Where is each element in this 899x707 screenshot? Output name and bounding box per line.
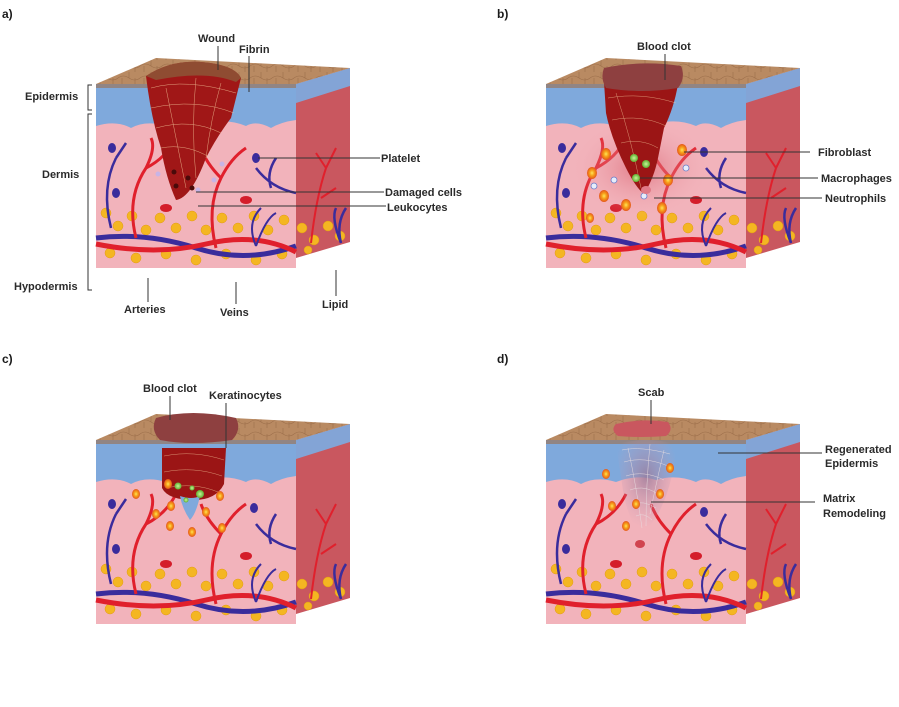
label-fibroblast: Fibroblast	[818, 147, 872, 159]
panel-c: c) Blood clot Keratinocytes	[2, 352, 350, 624]
blood-clot	[602, 63, 683, 91]
scab	[613, 420, 671, 437]
label-leukocytes: Leukocytes	[387, 202, 448, 214]
label-macrophages: Macrophages	[821, 173, 892, 185]
fibrin-strands	[150, 77, 237, 189]
label-keratinocytes: Keratinocytes	[209, 390, 282, 402]
fibroblasts	[602, 463, 674, 531]
macrophages	[630, 154, 650, 182]
label-veins: Veins	[220, 307, 249, 319]
label-regenerated-1: Regenerated	[825, 444, 892, 456]
keratinocytes	[174, 482, 204, 503]
panel-tag: d)	[497, 352, 508, 366]
panel-tag: b)	[497, 7, 508, 21]
label-platelet: Platelet	[381, 153, 420, 165]
fibroblasts	[586, 144, 687, 223]
label-epidermis: Epidermis	[25, 91, 78, 103]
label-damaged-cells: Damaged cells	[385, 187, 462, 199]
skin-cube	[96, 413, 350, 624]
label-blood-clot: Blood clot	[637, 41, 691, 53]
skin-cube	[546, 414, 800, 624]
label-hypodermis: Hypodermis	[14, 281, 78, 293]
panel-a: a) Epidermis Dermis Hypodermis W	[2, 7, 462, 319]
panel-tag: c)	[2, 352, 13, 366]
label-scab: Scab	[638, 387, 665, 399]
blood-clot	[153, 413, 239, 443]
damaged-cells	[171, 169, 195, 191]
label-wound: Wound	[198, 33, 235, 45]
label-arteries: Arteries	[124, 304, 166, 316]
dermis-bracket	[87, 113, 92, 291]
fibroblasts	[132, 479, 226, 537]
label-regenerated-2: Epidermis	[825, 458, 878, 470]
skin-cube	[96, 58, 350, 268]
label-blood-clot: Blood clot	[143, 383, 197, 395]
label-neutrophils: Neutrophils	[825, 193, 886, 205]
panel-b: b) Blood clot	[497, 7, 892, 268]
label-lipid: Lipid	[322, 299, 348, 311]
label-fibrin: Fibrin	[239, 44, 270, 56]
panel-tag: a)	[2, 7, 13, 21]
panel-d: d) Scab Regenerated Epidermis Matrix R	[497, 352, 892, 624]
label-matrix-1: Matrix	[823, 493, 856, 505]
epidermis-bracket	[87, 84, 92, 111]
neutrophils	[590, 164, 690, 200]
leukocytes	[155, 161, 225, 193]
skin-cube	[546, 58, 800, 268]
label-dermis: Dermis	[42, 169, 79, 181]
label-matrix-2: Remodeling	[823, 508, 886, 520]
wound-area	[604, 82, 678, 194]
platelet	[252, 153, 260, 163]
